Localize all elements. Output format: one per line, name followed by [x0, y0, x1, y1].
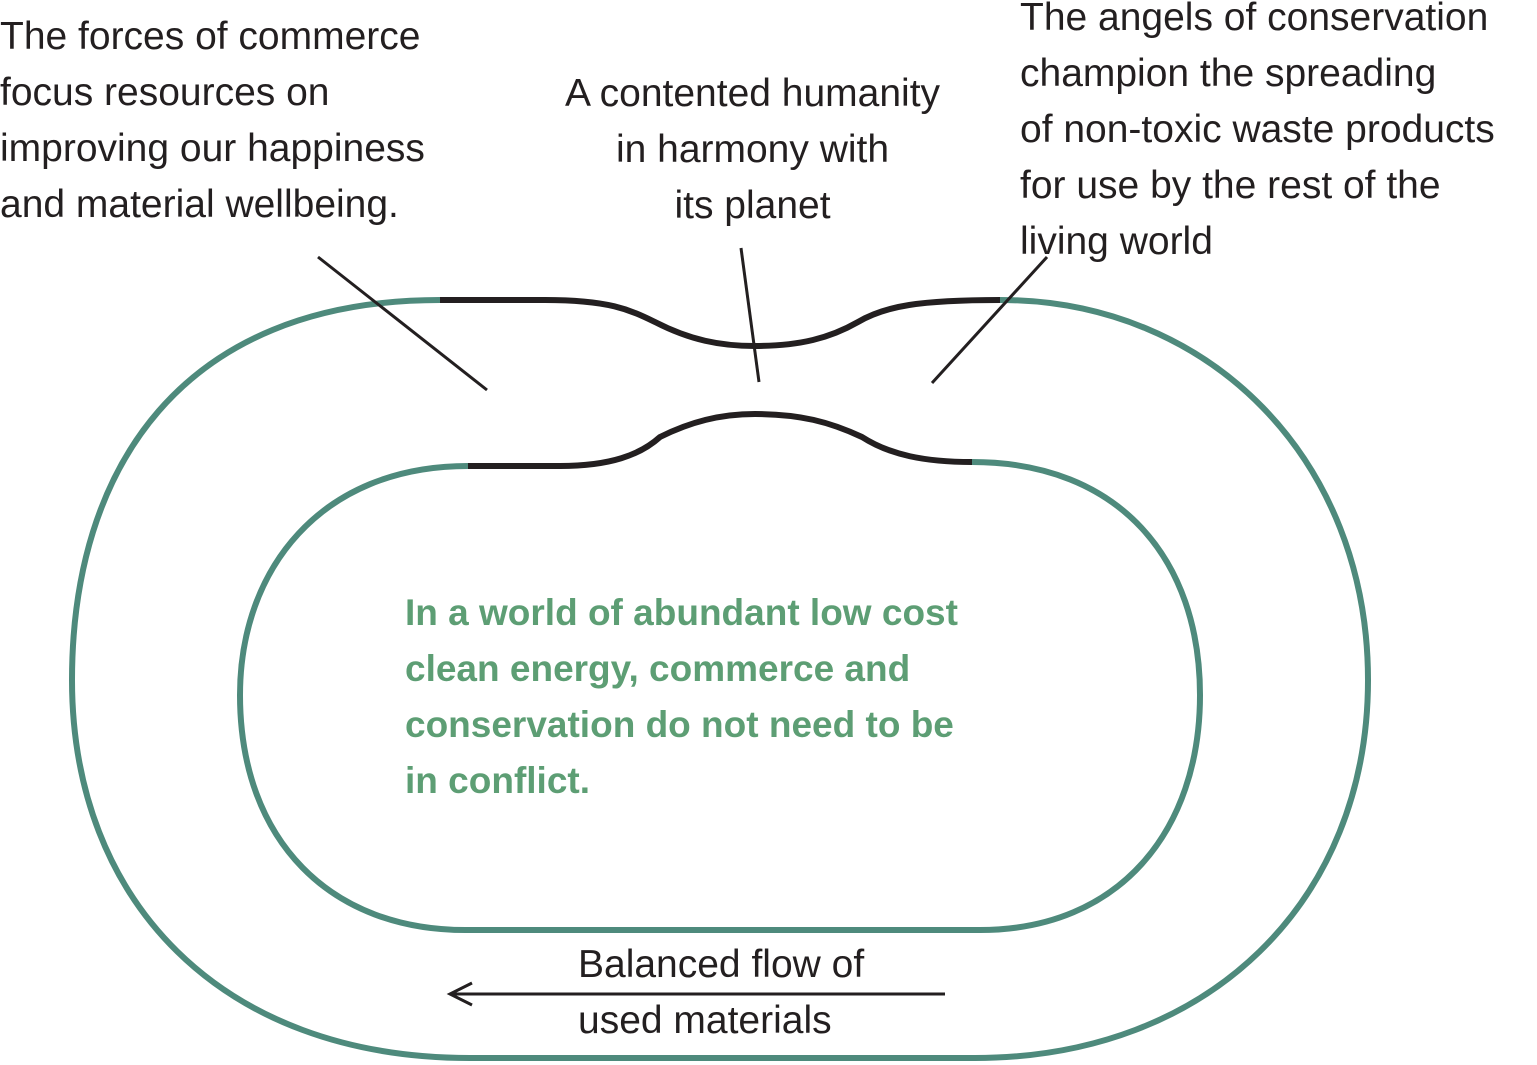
conservation-label-line: champion the spreading — [1020, 52, 1437, 95]
conservation-label: The angels of conservation champion the … — [1020, 0, 1495, 270]
commerce-label-line: The forces of commerce — [0, 15, 421, 58]
humanity-label-line: its planet — [674, 184, 831, 227]
flow-label: Balanced flow of used materials — [578, 937, 864, 1049]
center-statement-line: conservation do not need to be — [405, 704, 954, 745]
conservation-label-line: for use by the rest of the — [1020, 164, 1441, 207]
humanity-label: A contented humanity in harmony with its… — [545, 66, 960, 234]
commerce-label: The forces of commerce focus resources o… — [0, 9, 425, 233]
commerce-pointer-line — [317, 255, 488, 392]
center-statement-line: In a world of abundant low cost — [405, 592, 958, 633]
flow-label-line: used materials — [578, 999, 832, 1042]
humanity-label-line: A contented humanity — [564, 72, 941, 115]
flow-label-line: Balanced flow of — [578, 943, 865, 986]
center-statement-line: clean energy, commerce and — [405, 648, 911, 689]
commerce-label-line: improving our happiness — [0, 127, 425, 170]
humanity-band-outer — [440, 297, 1001, 350]
flow-arrow-head — [446, 981, 473, 1007]
inner-ring — [236, 459, 1204, 934]
humanity-band-inner — [468, 410, 973, 469]
center-statement-line: in conflict. — [405, 760, 590, 801]
center-statement: In a world of abundant low cost clean en… — [405, 585, 958, 809]
conservation-label-line: of non-toxic waste products — [1020, 108, 1495, 151]
outer-ring — [68, 297, 1372, 1061]
conservation-label-line: living world — [1020, 220, 1213, 263]
commerce-label-line: and material wellbeing. — [0, 183, 399, 226]
commerce-label-line: focus resources on — [0, 71, 330, 114]
conservation-pointer-line — [930, 255, 1049, 385]
humanity-label-line: in harmony with — [615, 128, 890, 171]
humanity-pointer-line — [739, 247, 761, 383]
conservation-label-line: The angels of conservation — [1020, 0, 1489, 39]
